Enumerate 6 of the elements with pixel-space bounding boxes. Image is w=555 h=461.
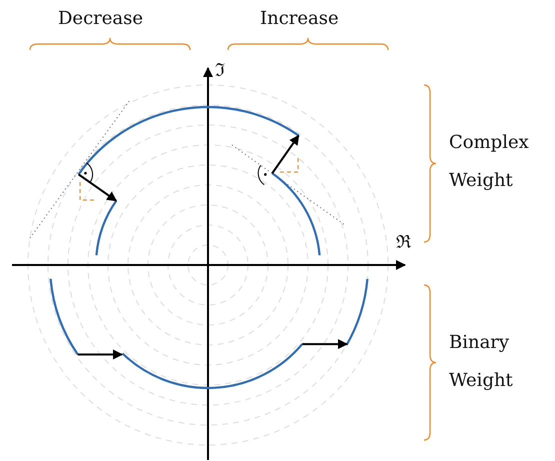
- axis-label: ℜ: [396, 231, 411, 255]
- brace-label: Complex Weight: [449, 131, 530, 193]
- brace-label: Increase: [260, 7, 339, 31]
- brace-label: Decrease: [58, 7, 144, 31]
- brace-label: Binary Weight: [449, 331, 514, 393]
- axis-label: ℑ: [215, 59, 225, 83]
